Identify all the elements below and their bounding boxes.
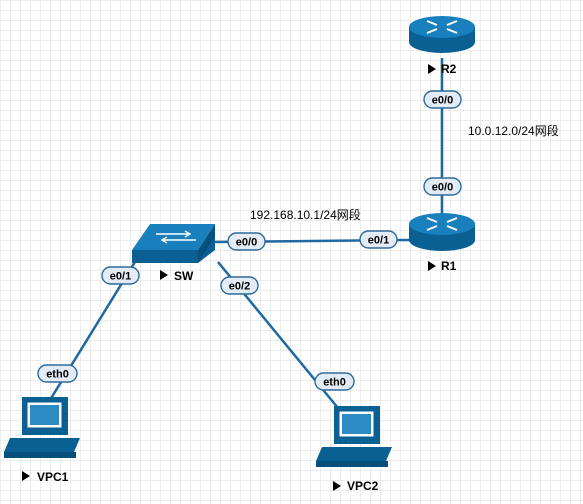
port-sw-e02[interactable]: e0/2 xyxy=(220,276,259,295)
port-vpc2-eth0[interactable]: eth0 xyxy=(314,372,355,391)
port-label: eth0 xyxy=(323,377,346,389)
pc-vpc1[interactable]: VPC1 xyxy=(4,397,80,484)
play-icon xyxy=(428,261,436,271)
pc-icon xyxy=(4,397,80,458)
router-icon xyxy=(409,213,475,251)
port-label: e0/0 xyxy=(236,237,257,249)
port-sw-e00[interactable]: e0/0 xyxy=(227,232,266,251)
node-label-sw: SW xyxy=(174,269,194,283)
switch-sw[interactable]: SW xyxy=(132,224,215,283)
port-label: e0/2 xyxy=(229,281,250,293)
pc-vpc2[interactable]: VPC2 xyxy=(316,406,392,493)
pc-icon xyxy=(316,406,392,467)
router-r1[interactable]: R1 xyxy=(409,213,475,273)
node-label-vpc2: VPC2 xyxy=(347,479,379,493)
port-r1-e01[interactable]: e0/1 xyxy=(359,230,398,249)
play-icon xyxy=(22,471,30,481)
router-r2[interactable]: R2 xyxy=(409,16,475,76)
network-label-sw-r1: 192.168.10.1/24网段 xyxy=(250,207,361,222)
port-label: e0/1 xyxy=(368,235,389,247)
port-vpc1-eth0[interactable]: eth0 xyxy=(37,364,78,383)
node-label-r1: R1 xyxy=(441,259,457,273)
port-label: e0/0 xyxy=(432,95,453,107)
port-r2-e00[interactable]: e0/0 xyxy=(423,90,462,109)
node-label-vpc1: VPC1 xyxy=(37,470,69,484)
play-icon xyxy=(333,481,341,491)
port-label: e0/1 xyxy=(110,271,131,283)
play-icon xyxy=(428,64,436,74)
port-sw-e01[interactable]: e0/1 xyxy=(101,266,140,285)
play-icon xyxy=(160,270,168,280)
port-label: eth0 xyxy=(46,369,69,381)
switch-icon xyxy=(132,224,215,263)
port-label: e0/0 xyxy=(432,182,453,194)
node-label-r2: R2 xyxy=(441,62,457,76)
port-r1-e00[interactable]: e0/0 xyxy=(423,177,462,196)
router-icon xyxy=(409,16,475,53)
network-label-r1-r2: 10.0.12.0/24网段 xyxy=(468,123,559,138)
